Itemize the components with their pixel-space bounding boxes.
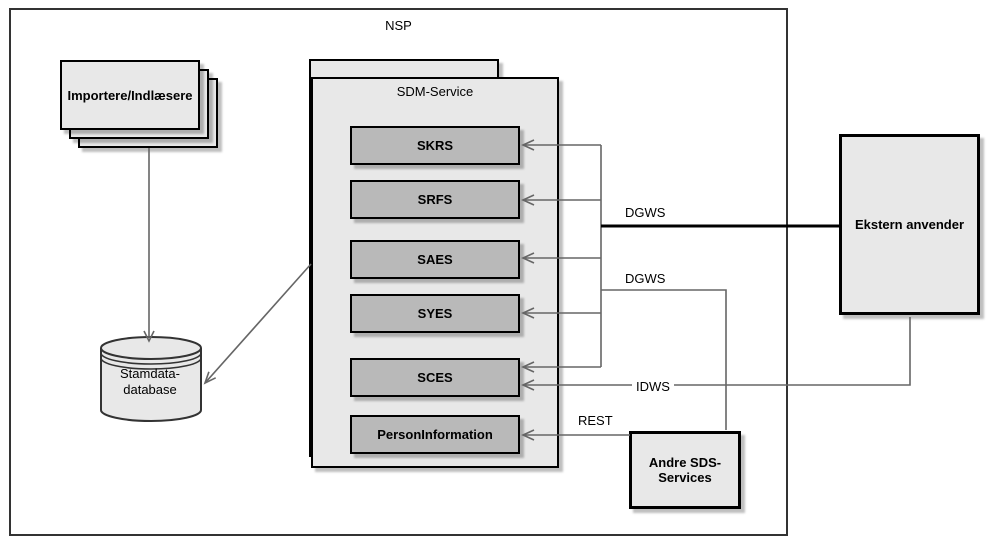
stamdata-database-node xyxy=(98,334,204,426)
service-box-srfs: SRFS xyxy=(350,180,520,219)
database-cylinder-icon xyxy=(100,336,202,422)
service-box-personinformation-label: PersonInformation xyxy=(377,427,493,442)
other-sds-services-label-line2: Services xyxy=(658,470,712,485)
service-box-personinformation: PersonInformation xyxy=(350,415,520,454)
service-box-srfs-label: SRFS xyxy=(417,192,453,207)
service-box-skrs: SKRS xyxy=(350,126,520,165)
service-box-sces: SCES xyxy=(350,358,520,397)
nsp-container-box xyxy=(9,8,788,536)
service-box-saes-label: SAES xyxy=(417,252,453,267)
service-box-syes-label: SYES xyxy=(417,306,453,321)
stamdata-database-label-line1: Stamdata- xyxy=(120,366,180,381)
edge-label-rest: REST xyxy=(578,413,613,428)
other-sds-services-label: Andre SDS- Services xyxy=(649,455,721,485)
other-sds-services-label-line1: Andre SDS- xyxy=(648,455,722,470)
stamdata-database-label: Stamdata- database xyxy=(100,366,200,398)
importers-node-label: Importere/Indlæsere xyxy=(67,87,193,103)
external-user-label: Ekstern anvender xyxy=(854,217,965,232)
nsp-container-label: NSP xyxy=(385,18,412,33)
service-box-syes: SYES xyxy=(350,294,520,333)
edge-label-dgws-external: DGWS xyxy=(625,205,666,220)
service-box-saes: SAES xyxy=(350,240,520,279)
importers-node: Importere/Indlæsere xyxy=(60,60,200,130)
stamdata-database-label-line2: database xyxy=(123,382,177,397)
edge-label-idws: IDWS xyxy=(632,379,674,394)
sdm-service-label: SDM-Service xyxy=(396,84,474,99)
service-box-skrs-label: SKRS xyxy=(416,138,454,153)
other-sds-services-node: Andre SDS- Services xyxy=(629,431,741,509)
edge-label-dgws-other: DGWS xyxy=(625,271,666,286)
service-box-sces-label: SCES xyxy=(417,370,453,385)
external-user-node: Ekstern anvender xyxy=(839,134,980,315)
